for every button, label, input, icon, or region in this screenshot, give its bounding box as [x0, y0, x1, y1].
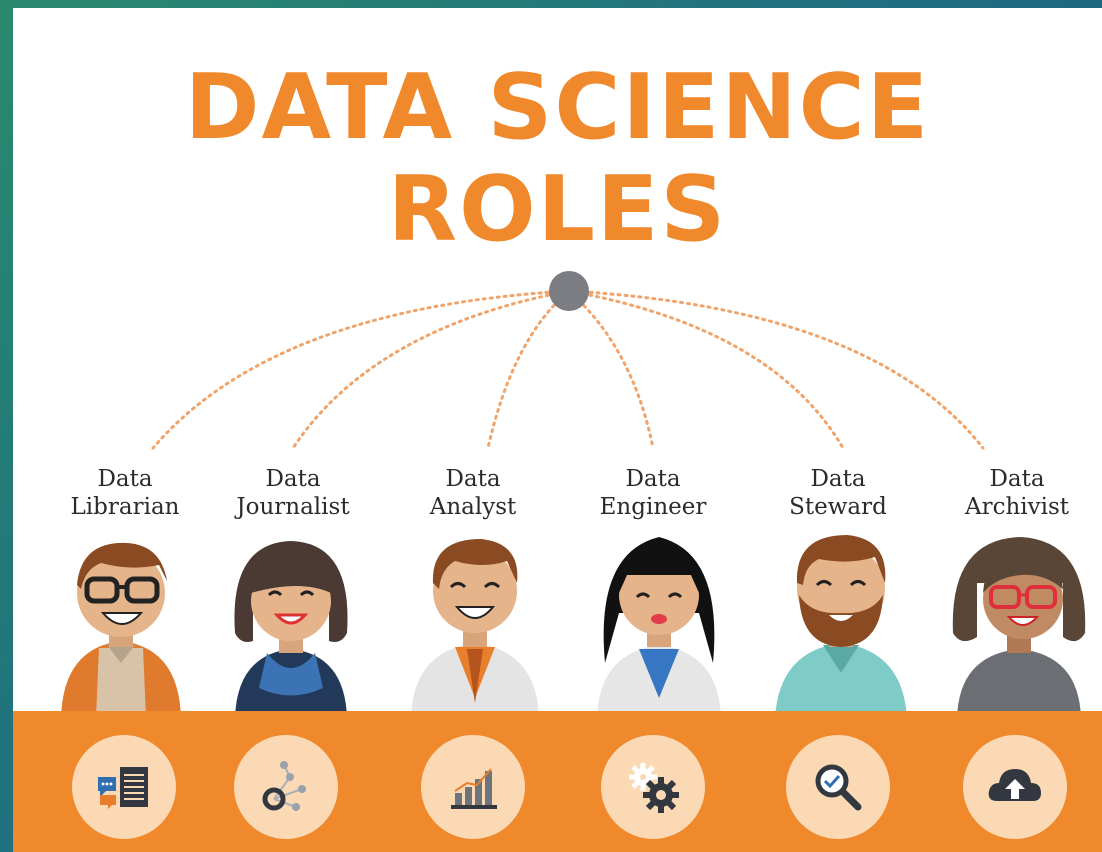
- connector-archivist: [567, 289, 985, 450]
- chat-document-icon: [98, 767, 148, 809]
- librarian-avatar: [61, 542, 181, 718]
- badge-archivist: [963, 735, 1067, 839]
- network-nodes-icon: [262, 761, 306, 811]
- badge-steward: [786, 735, 890, 839]
- connector-lines: [151, 271, 985, 450]
- hub-node: [549, 271, 589, 311]
- archivist-avatar: [952, 537, 1086, 718]
- title-line-1: DATA SCIENCE: [184, 55, 931, 160]
- icon-band: [13, 711, 1102, 852]
- gears-icon: [629, 763, 679, 813]
- bar-chart-icon: [451, 768, 497, 809]
- connector-journalist: [291, 289, 571, 450]
- title-line-2: ROLES: [387, 157, 728, 262]
- connector-steward: [567, 289, 845, 450]
- badge-librarian: [72, 735, 176, 839]
- connector-librarian: [151, 289, 571, 450]
- analyst-avatar: [411, 539, 539, 718]
- connector-engineer: [567, 289, 655, 450]
- badge-journalist: [234, 735, 338, 839]
- engineer-avatar: [597, 537, 721, 718]
- badge-analyst: [421, 735, 525, 839]
- journalist-avatar: [234, 541, 348, 718]
- steward-avatar: [775, 535, 907, 718]
- cloud-upload-icon: [988, 769, 1041, 801]
- badge-engineer: [601, 735, 705, 839]
- connector-analyst: [486, 289, 571, 450]
- magnifier-check-icon: [815, 764, 862, 811]
